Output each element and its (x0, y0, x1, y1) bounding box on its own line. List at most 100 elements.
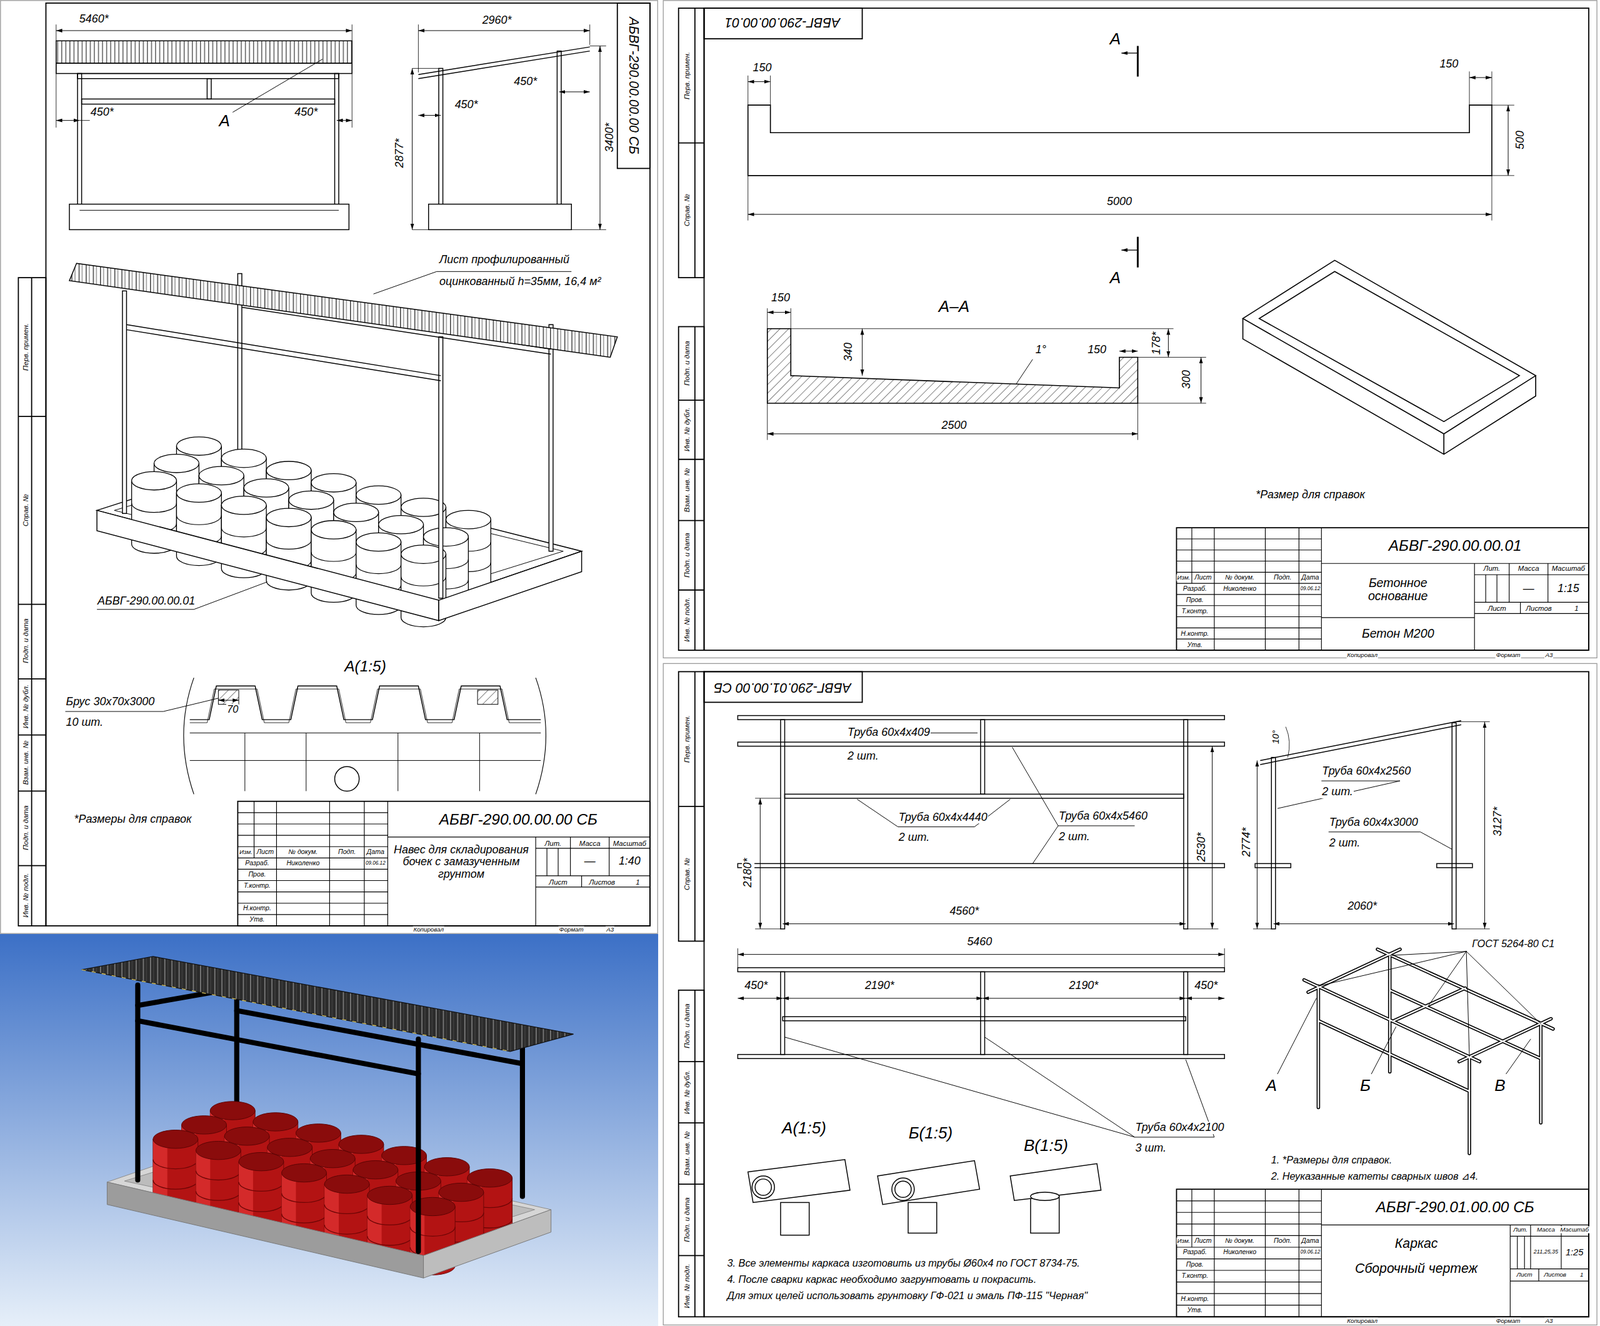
concrete-base (767, 308, 1207, 440)
drawing-label: 4560* (948, 905, 980, 918)
drawing-label: Труба 60х4х2100 (1135, 1121, 1225, 1134)
drawing-label: АБВГ-290.01.00.00 СБ (713, 680, 852, 695)
drawing-label: Н.контр. (1180, 630, 1210, 638)
drawing-label: Подп. (1273, 573, 1292, 582)
frame-views (1277, 780, 1452, 849)
frame-views (782, 923, 1186, 924)
drawing-label: 2 шт. (898, 831, 931, 845)
drawing-label: 2060* (1346, 900, 1378, 913)
drawing-label: 300 (1180, 369, 1194, 390)
weld-details (877, 1160, 980, 1204)
drawing-label: А3 (1544, 1316, 1554, 1324)
drawing-label: АБВГ-290.00.00.01 (1388, 537, 1523, 555)
title-block (1176, 527, 1589, 650)
concrete-base (748, 71, 1515, 220)
drawing-label: Т.контр. (1180, 607, 1209, 615)
sheet-frame (45, 3, 650, 926)
drawing-label: Подп. и дата (682, 1196, 691, 1242)
frame-views (1255, 863, 1291, 868)
drawing-label: Навес для складирования бочек с замазуче… (389, 843, 534, 881)
roof-detail (335, 766, 360, 791)
drawing-label: Лист профилированный (438, 253, 570, 267)
drawing-label: Разраб. (1182, 585, 1208, 593)
drawing-label: Копировал (412, 926, 445, 934)
drawing-label: Инв. № подл. (21, 871, 30, 918)
drawing-label: Перв. примен. (682, 714, 691, 764)
drawing-label: № докум. (1224, 573, 1255, 582)
canopy-front-view (56, 24, 352, 230)
canopy-isometric (548, 324, 554, 551)
frame-views (1185, 997, 1225, 999)
drawing-label: А–А (938, 296, 970, 315)
drawing-label: Масштаб (1551, 564, 1586, 573)
concrete-base (1136, 45, 1139, 267)
drawing-label: Формат (558, 926, 585, 934)
drawing-label: Разраб. (244, 859, 270, 867)
weld-details (780, 1201, 810, 1235)
drawing-label: Т.контр. (1180, 1271, 1209, 1280)
drawing-label: 450* (743, 979, 769, 992)
render-3d (106, 1181, 424, 1278)
concrete-base (767, 328, 1139, 404)
drawing-label: Николенко (1222, 585, 1257, 593)
render-3d (81, 969, 511, 1052)
canopy-isometric (69, 263, 618, 627)
title-block (237, 801, 650, 926)
drawing-label: 3 шт. (1135, 1141, 1168, 1155)
drawing-label: АБВГ-290.00.00.01 (96, 595, 196, 608)
drawing-label: АБВГ-290.01.00.00 СБ (1375, 1198, 1535, 1216)
frame-views (1484, 721, 1485, 929)
drawing-label: 5460 (966, 935, 993, 949)
frame-isometric (1304, 948, 1554, 1154)
drawing-label: Каркас (1394, 1235, 1439, 1250)
canopy-front-view (206, 78, 212, 100)
frame-isometric (1277, 951, 1541, 1074)
drawing-label: А3 (605, 926, 615, 934)
frame-views (782, 1016, 1186, 1021)
drawing-label: 2774* (1240, 826, 1254, 857)
drawing-label: Труба 60х4х4440 (898, 811, 989, 824)
roof-detail (218, 700, 239, 701)
frame-views (1211, 746, 1213, 929)
drawing-label: Брус 30х70х3000 (65, 695, 155, 709)
drawing-label: Инв. № подл. (682, 1263, 691, 1309)
render-3d (0, 933, 659, 1326)
drawing-label: 10 шт. (65, 716, 104, 729)
canopy-side-view (412, 24, 607, 230)
drawing-label: Николенко (1222, 1248, 1257, 1256)
drawing-label: 1. *Размеры для справок. (1270, 1154, 1394, 1166)
drawing-label: Копировал (1346, 1316, 1379, 1324)
drawing-label: 2 шт. (846, 750, 880, 763)
drawing-label: Подп. (337, 848, 357, 856)
drawing-label: Труба 60х4х3000 (1328, 816, 1419, 829)
title-block (1176, 1188, 1589, 1317)
drawing-label: Лист (1516, 1271, 1534, 1279)
frame-views (856, 732, 1135, 864)
drawing-label: Листов (1543, 1271, 1567, 1279)
drawing-label: 1 (635, 877, 640, 886)
roof-detail (183, 677, 547, 794)
drawing-label: Изм. (238, 848, 254, 856)
drawing-label: Масса (578, 838, 602, 847)
concrete-base (767, 311, 792, 313)
canopy-side-view (411, 68, 413, 230)
frame-views (760, 798, 761, 929)
drawing-label: Справ. № (21, 493, 30, 527)
weld-details (908, 1201, 937, 1233)
canopy-isometric (96, 581, 268, 610)
drawing-label: Разраб. (1182, 1248, 1208, 1256)
drawing-label: 150 (770, 291, 791, 305)
drawing-label: Сборочный чертеж (1354, 1261, 1479, 1276)
drawing-label: Лист (1193, 573, 1212, 582)
concrete-base (1121, 52, 1138, 54)
drawing-label: Подп. и дата (682, 340, 691, 387)
drawing-label: Изм. (1176, 1237, 1191, 1245)
drawing-label: Инв. № дубл. (682, 406, 691, 452)
sheet-frame (704, 8, 863, 39)
drawing-label: Формат (1495, 651, 1522, 659)
frame-views (737, 741, 1225, 747)
drawing-label: Подп. и дата (682, 1002, 691, 1049)
drawing-label: Справ. № (682, 856, 691, 891)
concrete-base (1508, 105, 1509, 176)
